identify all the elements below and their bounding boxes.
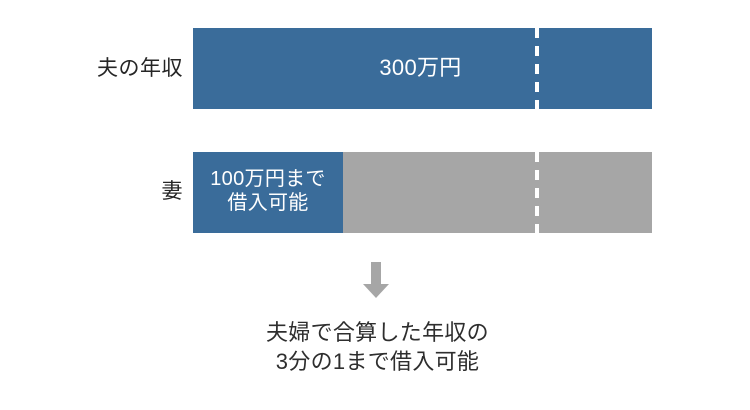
bar-husband-segment-3 bbox=[498, 28, 652, 109]
bar-wife-segment-3 bbox=[498, 152, 652, 233]
bar-wife-divider-2 bbox=[689, 152, 693, 233]
row-label-wife: 妻 bbox=[161, 180, 183, 203]
conclusion-text: 夫婦で合算した年収の 3分の1まで借入可能 bbox=[265, 320, 489, 375]
bar-husband-divider-1 bbox=[535, 28, 539, 109]
bar-wife-segment-1 bbox=[193, 152, 343, 233]
bar-husband-segment-1 bbox=[193, 28, 343, 109]
bar-husband-income bbox=[193, 28, 693, 109]
bar-husband-divider-2 bbox=[689, 28, 693, 109]
bar-wife-segment-2 bbox=[343, 152, 498, 233]
bar-wife-divider-1 bbox=[535, 152, 539, 233]
row-label-husband: 夫の年収 bbox=[97, 57, 183, 80]
arrow-down-icon bbox=[363, 262, 389, 298]
bar-husband-segment-2 bbox=[343, 28, 498, 109]
bar-wife-income bbox=[193, 152, 693, 233]
bar-wife-caption: 100万円まで 借入可能 bbox=[210, 168, 326, 214]
bar-husband-caption: 300万円 bbox=[379, 55, 462, 80]
